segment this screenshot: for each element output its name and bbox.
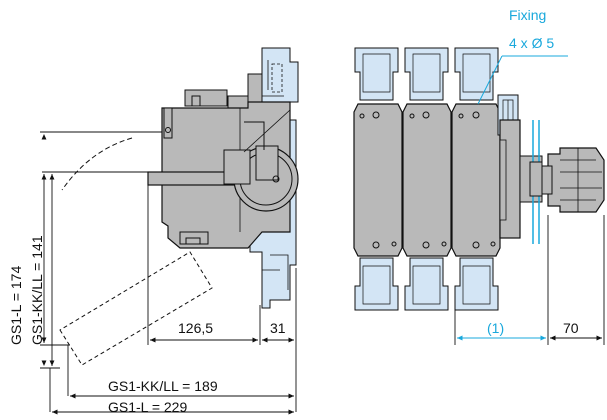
- dim-31-label: 31: [270, 320, 286, 336]
- dim-70-label: 70: [563, 320, 579, 336]
- dim-l-174-label: GS1-L = 174: [8, 266, 24, 345]
- dimension-lines: [40, 131, 605, 415]
- fixing-label: Fixing: [509, 7, 546, 23]
- handle-alternate-position: [59, 251, 213, 366]
- front-poles: [353, 103, 501, 257]
- front-view: [353, 47, 605, 311]
- dim-126-5-label: 126,5: [178, 320, 213, 336]
- front-handle-knob: [547, 147, 605, 213]
- handle-swing-arc: [61, 137, 133, 191]
- dim-kk-ll-189-label: GS1-KK/LL = 189: [108, 378, 218, 394]
- fixing-holes-label: 4 x Ø 5: [509, 35, 554, 51]
- dim-1-label: (1): [487, 320, 504, 336]
- dim-kk-ll-141-label: GS1-KK/LL = 141: [29, 235, 45, 345]
- side-view: [59, 47, 299, 366]
- dim-l-229-label: GS1-L = 229: [108, 399, 187, 415]
